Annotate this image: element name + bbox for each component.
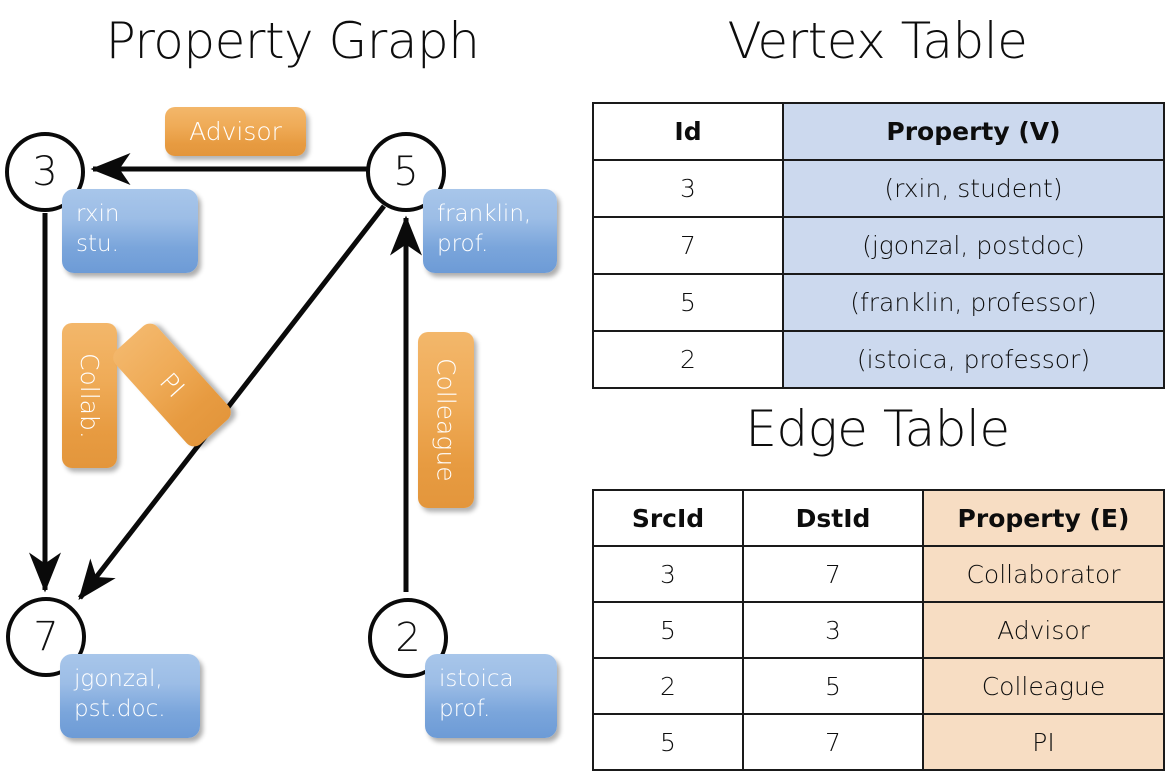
table-row: 2 (istoica, professor) (592, 330, 1165, 389)
table-header-row: Id Property (V) (592, 102, 1165, 161)
graph-node-5[interactable]: 5 (366, 132, 446, 212)
table-row: 2 5 Colleague (592, 657, 1165, 715)
edge-label-collaborator: Collab. (62, 323, 117, 468)
table-row: 7 (jgonzal, postdoc) (592, 216, 1165, 275)
vertex-cell-id: 5 (592, 273, 784, 332)
node-property-line-2: pst.doc. (74, 696, 166, 722)
node-property-line-1: rxin (76, 201, 120, 227)
edge-cell-srcid: 5 (592, 713, 744, 771)
edge-cell-dstid: 3 (742, 601, 924, 659)
vertex-cell-property: (jgonzal, postdoc) (782, 216, 1165, 275)
edge-cell-srcid: 2 (592, 657, 744, 715)
graph-node-2[interactable]: 2 (368, 598, 448, 678)
edge-label-text: Colleague (431, 358, 461, 482)
edge-cell-dstid: 7 (742, 713, 924, 771)
edge-table-header-dstid: DstId (742, 489, 924, 547)
edge-label-advisor: Advisor (165, 107, 306, 156)
edge-table-header-srcid: SrcId (592, 489, 744, 547)
table-row: 3 7 Collaborator (592, 545, 1165, 603)
vertex-cell-id: 7 (592, 216, 784, 275)
edge-table: SrcId DstId Property (E) 3 7 Collaborato… (592, 489, 1165, 771)
edge-table-header-property: Property (E) (922, 489, 1165, 547)
table-row: 5 (franklin, professor) (592, 273, 1165, 332)
edge-cell-property: Collaborator (922, 545, 1165, 603)
property-graph-diagram: 3 5 7 2 rxin stu. franklin, prof. jgonza… (0, 0, 585, 760)
page-title-vertex-table: Vertex Table (727, 12, 1028, 70)
edge-cell-dstid: 5 (742, 657, 924, 715)
edge-cell-srcid: 5 (592, 601, 744, 659)
node-property-box-franklin: franklin, prof. (423, 189, 557, 273)
table-row: 5 7 PI (592, 713, 1165, 771)
edge-cell-property: Advisor (922, 601, 1165, 659)
page-title-edge-table: Edge Table (745, 400, 1010, 458)
vertex-cell-property: (franklin, professor) (782, 273, 1165, 332)
vertex-cell-property: (istoica, professor) (782, 330, 1165, 389)
vertex-table: Id Property (V) 3 (rxin, student) 7 (jgo… (592, 102, 1165, 389)
page-title-property-graph: Property Graph (105, 12, 480, 70)
edge-label-colleague: Colleague (418, 332, 474, 508)
node-property-line-2: prof. (437, 231, 489, 257)
vertex-table-header-property: Property (V) (782, 102, 1165, 161)
vertex-table-header-id: Id (592, 102, 784, 161)
table-row: 5 3 Advisor (592, 601, 1165, 659)
edge-line-5-to-7 (78, 204, 386, 600)
edge-label-text: Collab. (75, 352, 104, 439)
node-property-line-1: jgonzal, (74, 666, 163, 692)
node-property-box-istoica: istoica prof. (425, 654, 557, 738)
vertex-cell-id: 3 (592, 159, 784, 218)
node-property-line-2: prof. (439, 696, 491, 722)
node-property-line-2: stu. (76, 231, 119, 257)
edge-cell-dstid: 7 (742, 545, 924, 603)
node-property-line-1: franklin, (437, 201, 532, 227)
node-property-line-1: istoica (439, 666, 514, 692)
edge-cell-srcid: 3 (592, 545, 744, 603)
edge-cell-property: PI (922, 713, 1165, 771)
vertex-cell-id: 2 (592, 330, 784, 389)
node-property-box-rxin: rxin stu. (62, 189, 198, 273)
edge-cell-property: Colleague (922, 657, 1165, 715)
edge-label-text: Advisor (189, 117, 282, 146)
table-header-row: SrcId DstId Property (E) (592, 489, 1165, 547)
table-row: 3 (rxin, student) (592, 159, 1165, 218)
vertex-cell-property: (rxin, student) (782, 159, 1165, 218)
graph-edge-lines (29, 153, 422, 600)
node-property-box-jgonzal: jgonzal, pst.doc. (60, 654, 200, 738)
edge-label-text: PI (153, 366, 191, 404)
